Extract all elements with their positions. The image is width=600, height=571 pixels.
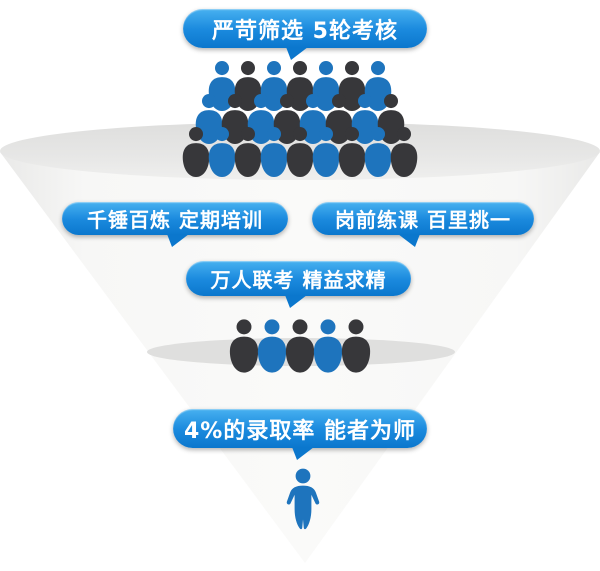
bubble-middle: 万人联考 精益求精 [186, 261, 411, 308]
bubble-left: 千锤百炼 定期培训 [62, 202, 288, 247]
bubble-right: 岗前练课 百里挑一 [312, 202, 534, 247]
person-icon [387, 126, 421, 178]
people-row-final [282, 468, 324, 532]
person-icon [338, 318, 374, 374]
person-icon [282, 468, 324, 532]
bubble-top: 严苛筛选 5轮考核 [183, 9, 427, 60]
people-row-3 [183, 126, 417, 178]
bubble-middle-label: 万人联考 精益求精 [210, 268, 387, 292]
bubble-bottom: 4%的录取率 能者为师 [173, 409, 427, 460]
bubble-top-label: 严苛筛选 5轮考核 [212, 18, 398, 44]
bubble-bottom-label: 4%的录取率 能者为师 [183, 418, 416, 444]
bubble-left-label: 千锤百炼 定期培训 [87, 208, 263, 232]
bubble-right-label: 岗前练课 百里挑一 [335, 208, 511, 232]
people-row-middle [230, 318, 370, 374]
